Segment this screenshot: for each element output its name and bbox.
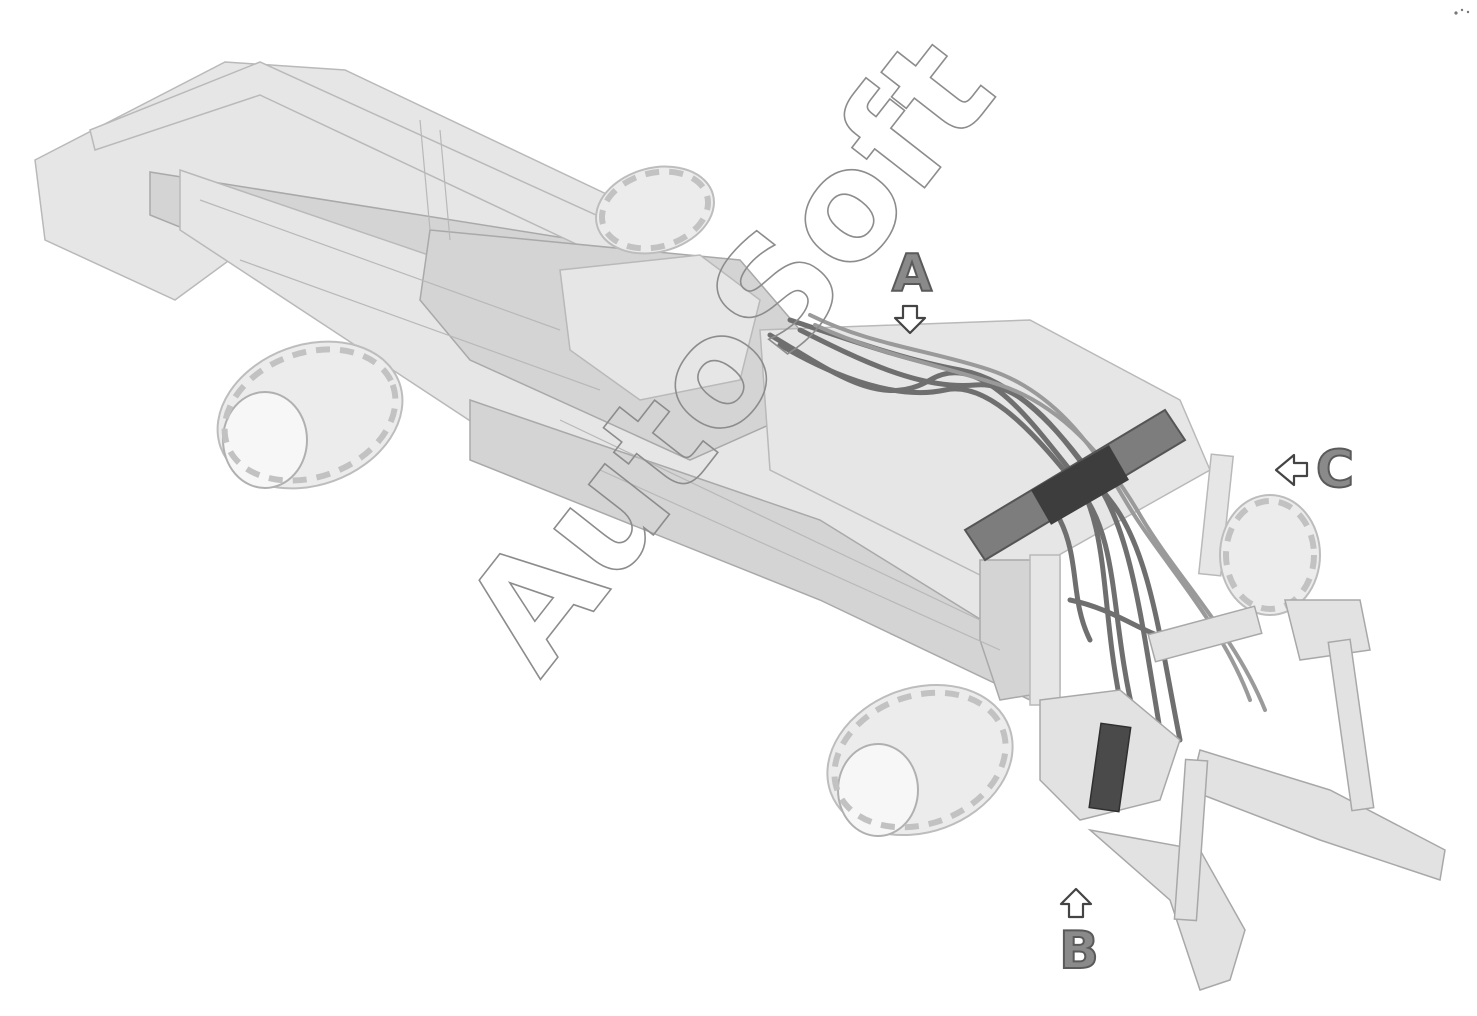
valve-mounting-plate [963, 408, 1187, 562]
callout-c: C [1274, 439, 1355, 501]
wheel-front-right [1219, 494, 1321, 616]
callout-label-c: C [1316, 440, 1354, 500]
callout-b: B [1058, 887, 1100, 982]
callout-a: A [891, 243, 933, 335]
arrow-left-icon [1274, 453, 1309, 487]
hydraulic-hoses [767, 313, 1267, 743]
arrow-down-icon [893, 304, 927, 335]
callout-label-b: B [1059, 921, 1099, 981]
arrow-up-icon [1059, 887, 1093, 919]
wheel-rear-right [595, 165, 715, 255]
tractor-frame [34, 61, 1235, 706]
front-linkage [1039, 599, 1446, 991]
wheel-front-left [826, 683, 1014, 837]
callout-label-a: A [892, 244, 932, 304]
wheel-rear-left [216, 340, 404, 490]
corner-mark [1454, 8, 1470, 15]
